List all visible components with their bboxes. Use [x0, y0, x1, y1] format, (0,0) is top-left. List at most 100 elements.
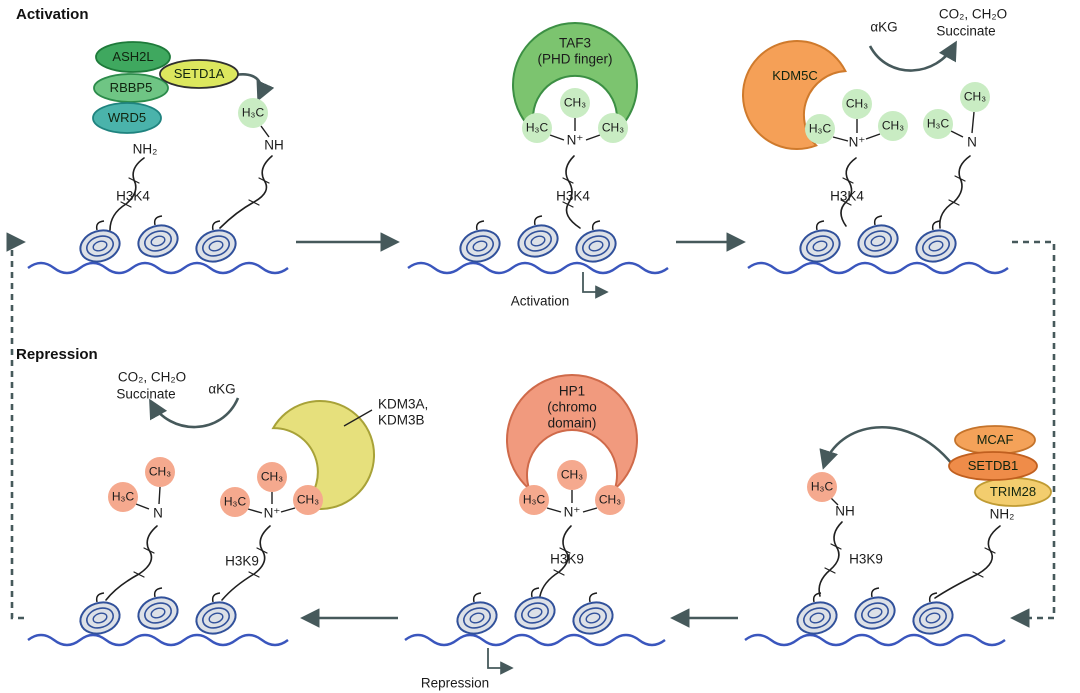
products-label: CO₂, CH₂O	[117, 369, 187, 385]
kdm3b-label: KDM3B	[378, 412, 425, 428]
methyl-circle	[807, 472, 837, 502]
setdb1-label: SETDB1	[967, 457, 1019, 473]
methyl-bonds	[135, 111, 975, 514]
methyl-circle	[842, 89, 872, 119]
nucleosome	[795, 220, 845, 268]
taf3-domain-label: (PHD finger)	[537, 51, 613, 67]
wrd5-oval	[92, 102, 162, 134]
nucleosome	[908, 592, 958, 640]
trim28-label: TRIM28	[989, 483, 1037, 499]
methyl-label: CH₃	[601, 120, 625, 135]
methyl-label: H₃C	[525, 120, 549, 135]
amino-group-label: NH	[264, 137, 284, 153]
nucleosome	[133, 587, 183, 635]
tail-ticks	[120, 175, 996, 578]
residue-label-h3k9: H3K9	[225, 553, 259, 569]
section-title-activation: Activation	[16, 6, 89, 23]
methyl-label: H₃C	[522, 492, 546, 507]
amino-group-label: NH₂	[132, 141, 158, 157]
nitrogen-label: N⁺	[263, 505, 281, 521]
nucleosome	[911, 220, 961, 268]
flow-arrows	[6, 40, 1056, 675]
histone-tail	[539, 525, 572, 597]
methyl-label: CH₃	[881, 118, 905, 133]
kdm3-enzyme	[271, 400, 376, 510]
histone-tail	[818, 521, 843, 597]
section-title-repression: Repression	[16, 346, 98, 363]
methyl-label: CH₃	[563, 95, 587, 110]
dna-strand	[26, 633, 290, 647]
outcome-label-activation: Activation	[510, 293, 570, 309]
dna-strand	[26, 261, 290, 275]
nucleosome	[452, 592, 502, 640]
nitrogen-label: N⁺	[566, 132, 584, 148]
methyl-circle	[805, 114, 835, 144]
products-label: CO₂, CH₂O	[938, 6, 1008, 22]
nucleosome	[510, 587, 560, 635]
methyl-circle	[220, 487, 250, 517]
hp1-label: HP1	[558, 383, 586, 399]
methyl-circle	[257, 462, 287, 492]
methyl-label: H₃C	[926, 116, 950, 131]
histone-tail	[219, 155, 273, 229]
methyl-label: CH₃	[845, 96, 869, 111]
nucleosome	[853, 215, 903, 263]
writer-complexes	[92, 41, 1052, 507]
hp1-domain-label: (chromo	[547, 399, 597, 415]
methyl-circle	[598, 113, 628, 143]
methyl-circle	[557, 460, 587, 490]
nucleosome	[75, 220, 125, 268]
arrow-cycle-left-dashed	[6, 232, 26, 620]
nitrogen-label: N	[153, 505, 163, 521]
arrow-repression-outcome	[487, 648, 514, 675]
residue-label-h3k9: H3K9	[849, 551, 883, 567]
methyl-circle	[293, 485, 323, 515]
ash2l-label: ASH2L	[112, 48, 154, 64]
methyl-label: CH₃	[296, 492, 320, 507]
amino-group-label: NH₂	[989, 506, 1015, 522]
methyl-circle	[878, 111, 908, 141]
methyl-circle	[960, 82, 990, 112]
dna-strand	[746, 261, 1010, 275]
methyl-label: H₃C	[223, 494, 247, 509]
arrow-kdm5c-cofactor	[868, 40, 957, 72]
nitrogen-label: N⁺	[848, 134, 866, 150]
methyl-circle	[522, 113, 552, 143]
methyl-label: H₃C	[111, 489, 135, 504]
kdm5c-label: KDM5C	[772, 67, 818, 83]
products-label: Succinate	[936, 23, 996, 39]
methyl-label: CH₃	[148, 464, 172, 479]
dna-strand	[743, 633, 1007, 647]
nucleosome	[568, 592, 618, 640]
methyl-circle	[108, 482, 138, 512]
hp1-chromo-domain	[506, 374, 638, 493]
taf3-phd-finger-domain	[512, 22, 638, 137]
repressive-methyl-groups	[108, 457, 837, 517]
hp1-domain-label: domain)	[547, 415, 597, 431]
methyl-label: H₃C	[808, 121, 832, 136]
histone-tail	[565, 155, 581, 229]
dna-strand	[406, 261, 670, 275]
methyl-label: CH₃	[598, 492, 622, 507]
nitrogen-label: N⁺	[563, 504, 581, 520]
nucleosome	[513, 215, 563, 263]
active-methyl-groups	[238, 82, 990, 144]
ash2l-oval	[95, 41, 171, 73]
methyl-label: CH₃	[963, 89, 987, 104]
setd1a-oval	[159, 59, 239, 89]
products-label: Succinate	[116, 386, 176, 402]
rbbp5-label: RBBP5	[109, 79, 153, 95]
methyl-label: H₃C	[810, 479, 834, 494]
residue-label-h3k9: H3K9	[550, 551, 584, 567]
methyl-label: CH₃	[260, 469, 284, 484]
methyl-label: CH₃	[560, 467, 584, 482]
methyl-circle	[560, 88, 590, 118]
histone-tail	[840, 157, 857, 227]
taf3-label: TAF3	[558, 35, 592, 51]
residue-label-h3k4: H3K4	[556, 188, 590, 204]
mcaf-label: MCAF	[976, 431, 1014, 447]
dna-strand	[403, 633, 667, 647]
nucleosome	[133, 215, 183, 263]
amino-group-label: NH	[835, 503, 855, 519]
